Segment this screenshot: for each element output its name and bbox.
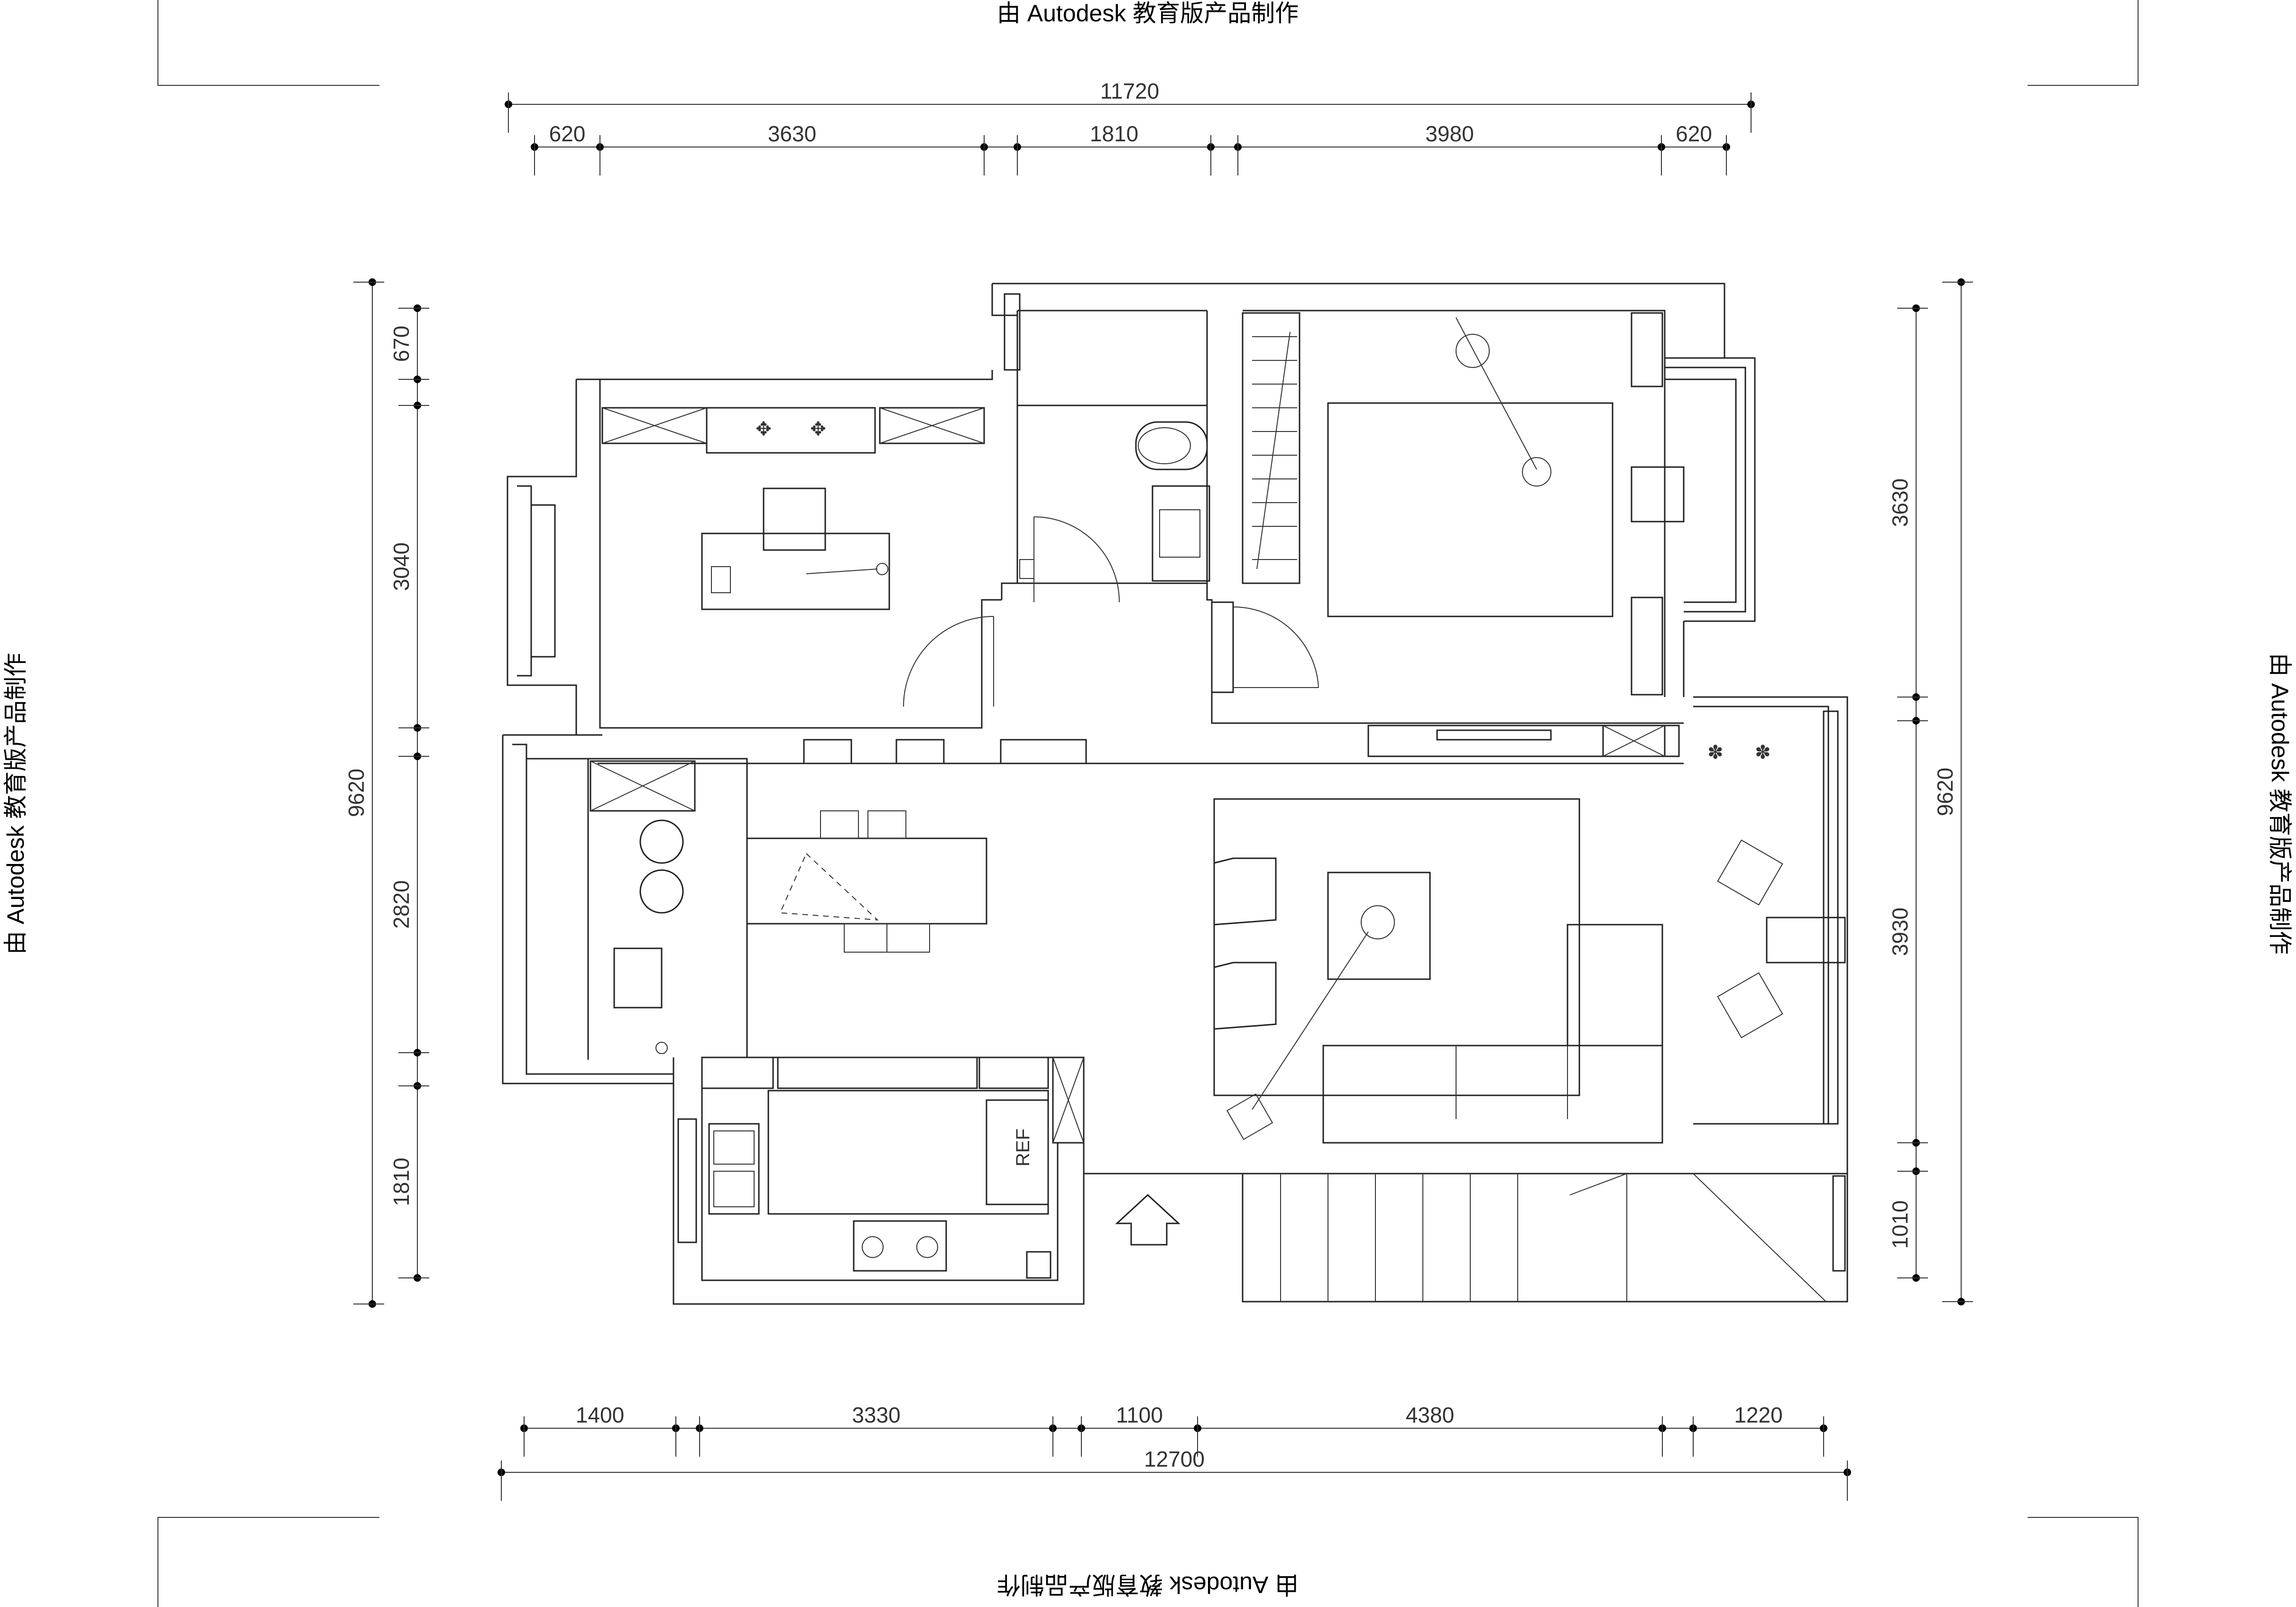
dim-left-label: 3040 xyxy=(389,542,414,591)
dim-right-label: 3630 xyxy=(1888,478,1912,527)
dim-bottom-label: 3330 xyxy=(852,1403,900,1427)
dim-top-total-total-label: 11720 xyxy=(1100,79,1160,103)
kitchen: REF xyxy=(701,1056,1085,1279)
interior-walls xyxy=(588,310,1828,1281)
dim-top-label: 620 xyxy=(549,121,586,146)
watermark-left: 由 Autodesk 教育版产品制作 xyxy=(2,653,29,955)
dim-bottom-label: 1220 xyxy=(1734,1403,1782,1427)
watermark-top: 由 Autodesk 教育版产品制作 xyxy=(997,0,1299,27)
exterior-walls xyxy=(502,283,1848,1305)
dim-left-total-label: 9620 xyxy=(344,769,369,817)
outlet-icon: ✥ xyxy=(756,419,772,440)
watermark-right: 由 Autodesk 教育版产品制作 xyxy=(2267,653,2293,955)
dim-top-label: 1810 xyxy=(1090,121,1138,146)
fridge-label: REF xyxy=(1013,1129,1033,1166)
dim-top-label: 3630 xyxy=(768,121,816,146)
dim-bottom-label: 4380 xyxy=(1406,1403,1454,1427)
master-bedroom xyxy=(1211,312,1685,696)
dim-bottom-label: 1100 xyxy=(1116,1403,1163,1427)
watermark-bottom: 由 Autodesk 教育版产品制作 xyxy=(997,1571,1299,1598)
crop-marks xyxy=(157,0,2139,1607)
dim-right-total-label: 9620 xyxy=(1933,768,1957,816)
entrance-arrow-icon xyxy=(1115,1194,1180,1246)
dim-right-label: 3930 xyxy=(1888,908,1912,956)
outlet-icon: ✥ xyxy=(810,419,826,440)
dim-left-label: 2820 xyxy=(389,880,414,928)
dim-bottom-total-total-label: 12700 xyxy=(1144,1447,1205,1471)
living-room xyxy=(1213,725,1680,1144)
dim-left-label: 1810 xyxy=(389,1157,414,1206)
dim-top-label: 620 xyxy=(1676,121,1712,146)
dim-top-label: 3980 xyxy=(1425,121,1474,146)
dim-bottom-label: 1400 xyxy=(576,1403,624,1427)
stair-and-entrance xyxy=(1115,1173,1847,1302)
dimension-lines: 11720 620 3630 1810 3980 620 12700 1400 3330 1100… xyxy=(344,79,1973,1501)
study-room: ✥ ✥ xyxy=(601,407,994,707)
plant-icon: ✽ xyxy=(1755,742,1771,763)
bathroom xyxy=(1019,421,1210,603)
balcony: ✽ ✽ xyxy=(1707,742,1846,1038)
dim-left-label: 670 xyxy=(389,326,414,362)
dining-area xyxy=(590,739,1087,1054)
dim-right-label: 1010 xyxy=(1888,1200,1912,1249)
plant-icon: ✽ xyxy=(1707,742,1724,763)
